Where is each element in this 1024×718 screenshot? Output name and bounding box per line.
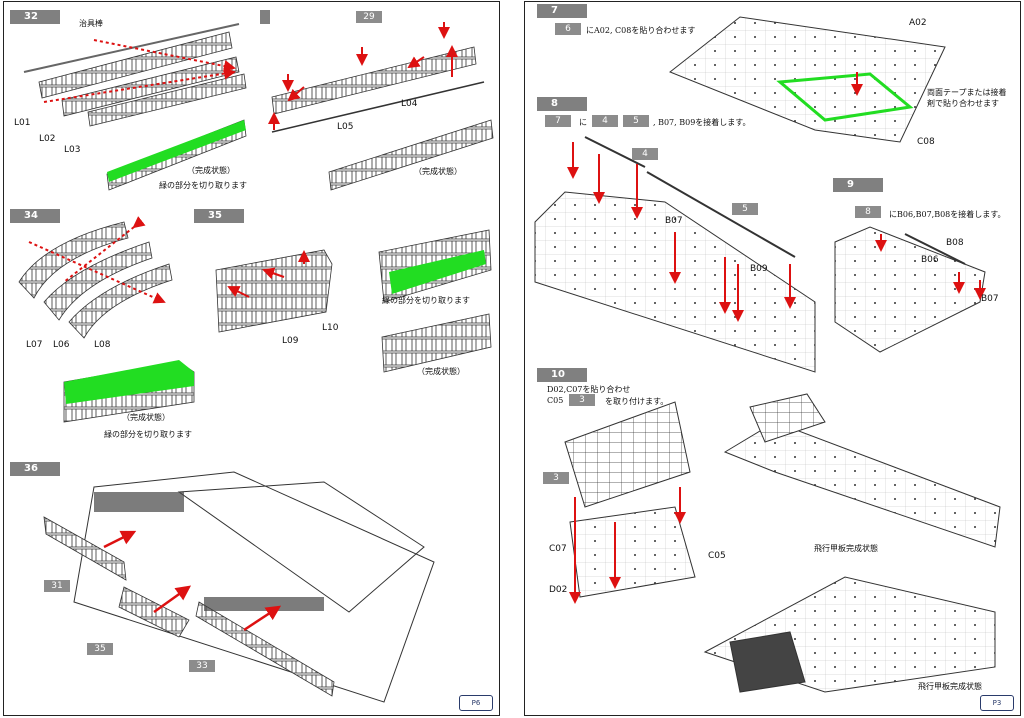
part-label-b07-step9: B07 bbox=[981, 294, 999, 304]
complete-label-2: 飛行甲板完成状態 bbox=[918, 682, 982, 691]
part-label-b07: B07 bbox=[665, 216, 683, 226]
tag-5: 5 bbox=[623, 115, 649, 127]
step-badge-32: 32 bbox=[10, 10, 60, 24]
part-label-a02: A02 bbox=[909, 18, 927, 28]
note-cut-32: 緑の部分を切り取ります bbox=[159, 181, 247, 190]
part-label-b08: B08 bbox=[946, 238, 964, 248]
tag-8: 8 bbox=[855, 206, 881, 218]
tag-33: 33 bbox=[189, 660, 215, 672]
note-complete-34: （完成状態） bbox=[122, 413, 170, 422]
step-badge-35: 35 bbox=[194, 209, 244, 223]
part-label-l05: L05 bbox=[337, 122, 354, 132]
step7-text: にA02, C08を貼り合わせます bbox=[586, 26, 696, 35]
step-badge-10: 10 bbox=[537, 368, 587, 382]
part-tag-4: 4 bbox=[632, 148, 658, 160]
step8-ni: に bbox=[579, 118, 587, 127]
right-page-drawings bbox=[534, 16, 1001, 693]
left-page-drawings bbox=[18, 22, 494, 703]
step7-note-line1: 両面テープまたは接着 bbox=[927, 88, 1007, 97]
part-label-c05: C05 bbox=[708, 551, 726, 561]
note-complete-32a: （完成状態） bbox=[187, 166, 235, 175]
c08-green-outline bbox=[776, 72, 914, 122]
part-label-d02: D02 bbox=[549, 585, 568, 595]
note-cut-35: 緑の部分を切り取ります bbox=[382, 296, 470, 305]
part-label-b06: B06 bbox=[921, 255, 939, 265]
note-cut-34: 緑の部分を切り取ります bbox=[104, 430, 192, 439]
tag-7: 7 bbox=[545, 115, 571, 127]
step10-line1: D02,C07を貼り合わせ bbox=[547, 385, 631, 394]
page-number-right: P3 bbox=[980, 695, 1014, 711]
step-badge-9: 9 bbox=[833, 178, 883, 192]
tag-4: 4 bbox=[592, 115, 618, 127]
instruction-page-left: 32 34 35 36 治具棒 L01 L02 L03 L04 L05 L07 … bbox=[3, 1, 500, 716]
part-label-l06: L06 bbox=[53, 340, 70, 350]
page-number-left: P6 bbox=[459, 695, 493, 711]
tag-31: 31 bbox=[44, 580, 70, 592]
instruction-page-right: 7 8 9 10 6 にA02, C08を貼り合わせます A02 C08 両面テ… bbox=[524, 1, 1021, 716]
step10-c05: C05 bbox=[547, 396, 564, 405]
part-label-l02: L02 bbox=[39, 134, 56, 144]
part-label-l04: L04 bbox=[401, 99, 418, 109]
part-label-l03: L03 bbox=[64, 145, 81, 155]
part-label-c08: C08 bbox=[917, 137, 935, 147]
jig-bar-label: 治具棒 bbox=[79, 19, 103, 28]
part-label-l08: L08 bbox=[94, 340, 111, 350]
tag-35: 35 bbox=[87, 643, 113, 655]
part-label-l09: L09 bbox=[282, 336, 299, 346]
part-tag-3: 3 bbox=[543, 472, 569, 484]
cut-highlight-34 bbox=[64, 360, 194, 404]
step-badge-partial bbox=[260, 10, 270, 24]
part-label-l07: L07 bbox=[26, 340, 43, 350]
tag-6: 6 bbox=[555, 23, 581, 35]
step-badge-7: 7 bbox=[537, 4, 587, 18]
part-label-l10: L10 bbox=[322, 323, 339, 333]
step-badge-36: 36 bbox=[10, 462, 60, 476]
part-label-b09: B09 bbox=[750, 264, 768, 274]
part-tag-5: 5 bbox=[732, 203, 758, 215]
part-label-c07: C07 bbox=[549, 544, 567, 554]
complete-label-1: 飛行甲板完成状態 bbox=[814, 544, 878, 553]
step8-text: , B07, B09を接着します。 bbox=[653, 118, 751, 127]
step7-note-line2: 剤で貼り合わせます bbox=[927, 99, 999, 108]
step9-text: にB06,B07,B08を接着します。 bbox=[889, 210, 1006, 219]
cut-highlight-35 bbox=[389, 250, 486, 294]
step10-line2: を取り付けます。 bbox=[605, 397, 669, 406]
tag-29: 29 bbox=[356, 11, 382, 23]
note-complete-35: （完成状態） bbox=[417, 367, 465, 376]
cut-highlight-32 bbox=[107, 120, 246, 182]
step-badge-34: 34 bbox=[10, 209, 60, 223]
note-complete-32b: （完成状態） bbox=[414, 167, 462, 176]
part-label-l01: L01 bbox=[14, 118, 31, 128]
step-badge-8: 8 bbox=[537, 97, 587, 111]
tag-3: 3 bbox=[569, 394, 595, 406]
